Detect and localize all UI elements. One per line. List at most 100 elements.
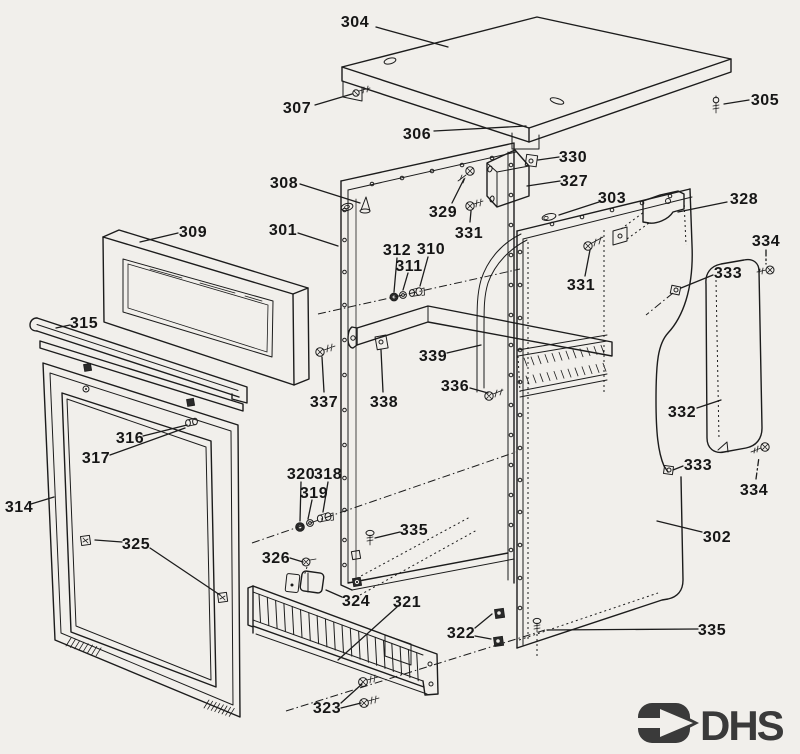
part-number-303: 303 (598, 190, 626, 207)
spacer-316-317 (185, 417, 198, 427)
part-label-311-14: 311 (395, 258, 422, 291)
shelf-hatch-mark (530, 356, 535, 366)
part-number-337: 337 (310, 394, 338, 411)
vent-grille (247, 585, 439, 696)
door-hatch-mark (78, 641, 85, 651)
door-hatch-mark (203, 699, 210, 709)
leader-line-317 (109, 427, 186, 456)
shelf-hatch-mark (565, 350, 570, 360)
shelf-hatch-mark (572, 349, 577, 359)
part-number-332: 332 (668, 404, 696, 421)
part-label-332-36: 332 (668, 399, 722, 421)
leader-line-334 (755, 456, 760, 480)
screw-305 (712, 95, 720, 114)
part-label-302-39: 302 (656, 520, 731, 546)
leader-line-318 (322, 481, 329, 513)
part-label-320-27: 320 (287, 466, 315, 522)
shelf-hatch-mark (560, 369, 565, 379)
conduit-channel (476, 233, 528, 393)
part-label-318-28: 318 (314, 466, 342, 513)
grille-slat (374, 636, 378, 666)
leader-line-312 (393, 257, 398, 293)
door-hatch-mark (91, 646, 98, 655)
shelf-hatch-mark (546, 372, 551, 381)
part-label-321-33: 321 (337, 594, 421, 661)
dhs-logo-arrowhead (660, 709, 693, 737)
part-label-329-7: 329 (429, 178, 465, 221)
part-number-317: 317 (82, 450, 110, 467)
part-label-308-6: 308 (270, 175, 361, 204)
screw-331-right (583, 236, 604, 251)
part-number-304: 304 (341, 14, 369, 31)
part-number-326: 326 (262, 550, 290, 567)
grille-slats (258, 593, 419, 682)
part-number-322: 322 (447, 625, 475, 642)
leader-line-309 (139, 232, 179, 243)
inner-shelf (517, 334, 608, 398)
screw-334-lower (750, 442, 770, 454)
shelf-hatch-mark (600, 344, 605, 354)
bracket-328 (612, 190, 685, 246)
shelf-hatch-mark (551, 352, 556, 362)
grille-slat (407, 649, 411, 679)
part-number-306: 306 (403, 126, 431, 143)
part-number-323: 323 (313, 700, 341, 717)
part-number-327: 327 (560, 173, 588, 190)
door-hatch-mark (225, 706, 232, 716)
shelf-hatch-mark (537, 355, 542, 365)
part-number-301: 301 (269, 222, 297, 239)
leader-line-337 (321, 356, 325, 393)
part-number-311: 311 (395, 258, 422, 275)
part-label-305-2: 305 (723, 92, 779, 109)
part-label-331-8: 331 (455, 210, 483, 242)
screw-326 (301, 557, 317, 577)
leader-line-315 (55, 324, 71, 329)
oven-door (42, 362, 241, 718)
part-number-331: 331 (567, 277, 595, 294)
part-number-320: 320 (287, 466, 315, 483)
part-label-319-29: 319 (300, 485, 328, 520)
grille-slat (275, 599, 278, 629)
leader-line-322 (474, 613, 493, 629)
leader-line-331 (584, 249, 591, 277)
door-hatch-mark (87, 644, 93, 654)
door-hatch-mark (228, 708, 235, 717)
grille-slat (283, 602, 286, 632)
part-label-323-35: 323 (313, 683, 363, 717)
cross-bar-339 (347, 305, 613, 357)
leader-line-328 (677, 201, 728, 213)
shelf-hatch-mark (581, 366, 586, 376)
screw-336 (484, 388, 504, 401)
clip-330 (524, 153, 539, 168)
shelf-hatch-mark (553, 370, 558, 380)
clip-303 (541, 213, 557, 221)
part-number-335: 335 (400, 522, 428, 539)
leader-line-304 (375, 26, 449, 48)
grille-slat (316, 615, 320, 645)
door-hatch-mark (82, 643, 89, 652)
part-label-336-22: 336 (441, 378, 489, 395)
door-hatch-mark (69, 639, 76, 648)
part-label-309-11: 309 (139, 224, 207, 243)
leader-line-320 (299, 481, 302, 522)
leader-line-335 (374, 531, 401, 539)
clip-nut-left-bottom (350, 549, 363, 588)
part-label-331-41: 331 (567, 249, 595, 294)
part-number-331: 331 (455, 225, 483, 242)
leader-line-301 (297, 232, 339, 247)
construction-lines (251, 268, 674, 712)
part-number-336: 336 (441, 378, 469, 395)
part-number-307: 307 (283, 100, 311, 117)
door-hatch-mark (207, 700, 214, 710)
part-number-330: 330 (559, 149, 587, 166)
part-label-312-13: 312 (383, 242, 411, 293)
shelf-hatch-mark (532, 374, 537, 384)
leader-line-303 (558, 201, 600, 216)
part-label-316-23: 316 (116, 424, 188, 447)
part-label-324-32: 324 (325, 589, 370, 610)
leader-line-329 (451, 178, 465, 204)
leader-line-321 (337, 606, 398, 661)
grille-slat (416, 652, 419, 682)
part-number-321: 321 (393, 594, 421, 611)
